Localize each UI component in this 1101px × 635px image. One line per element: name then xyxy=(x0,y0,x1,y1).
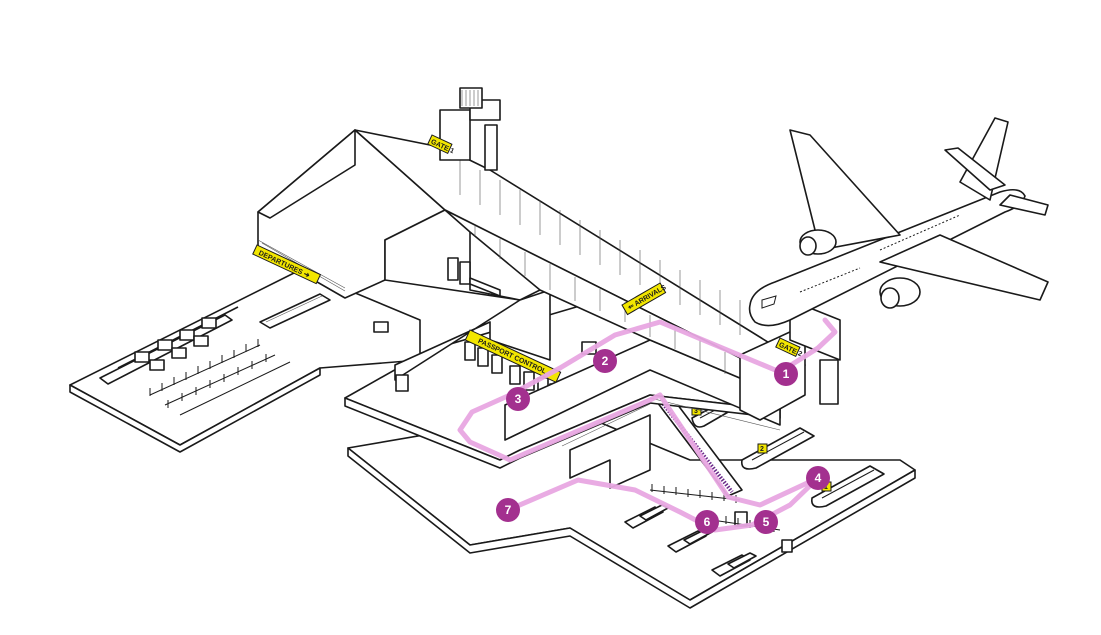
info-kiosk xyxy=(373,321,389,333)
svg-text:1: 1 xyxy=(783,367,790,381)
security-scanner xyxy=(447,257,501,297)
baggage-belt-2 xyxy=(740,427,815,470)
belt-number-2: 2 xyxy=(760,446,764,453)
departures-escalator xyxy=(259,293,331,329)
checkin-counters xyxy=(99,306,239,385)
departures-lounge-floor xyxy=(257,129,356,219)
step-marker-1: 1 xyxy=(774,362,798,386)
airplane-wing-left xyxy=(789,129,901,251)
airplane-windows xyxy=(799,214,961,293)
airplane-engine-right xyxy=(879,277,921,309)
gate1-jetbridge xyxy=(439,87,501,171)
step-marker-5: 5 xyxy=(754,510,778,534)
airplane-wing-right xyxy=(879,234,1049,301)
gate2-sign xyxy=(775,337,801,358)
passport-control-sign xyxy=(464,329,562,383)
step-marker-6: 6 xyxy=(695,510,719,534)
pier-glazing xyxy=(459,160,751,387)
svg-text:7: 7 xyxy=(505,503,512,517)
step-marker-4: 4 xyxy=(806,466,830,490)
passport-kiosk xyxy=(395,374,409,392)
baggage-belt-1 xyxy=(810,465,885,508)
baggage-hall-edge xyxy=(347,447,916,609)
arrivals-sign xyxy=(621,282,667,316)
svg-text:5: 5 xyxy=(763,515,770,529)
belt-number-3: 3 xyxy=(694,408,698,415)
airplane-stabilizer-top xyxy=(944,147,1006,191)
step-marker-3: 3 xyxy=(506,387,530,411)
belt-number-1: 1 xyxy=(824,484,828,491)
belt-sign-2 xyxy=(757,443,768,454)
airplane-engine-left xyxy=(799,229,837,256)
departures-floor-edge xyxy=(69,367,321,453)
svg-text:3: 3 xyxy=(515,392,522,406)
departures-sign xyxy=(252,244,322,285)
queue-stanchions-departures xyxy=(149,339,291,416)
step-marker-2: 2 xyxy=(593,349,617,373)
airplane-tail-fin xyxy=(959,117,1009,201)
airplane xyxy=(748,117,1049,327)
svg-text:4: 4 xyxy=(815,471,822,485)
gate1-sign xyxy=(427,134,453,155)
step-marker-7: 7 xyxy=(496,498,520,522)
svg-text:6: 6 xyxy=(704,515,711,529)
svg-text:2: 2 xyxy=(602,354,609,368)
airplane-stabilizer-bottom xyxy=(999,194,1049,216)
